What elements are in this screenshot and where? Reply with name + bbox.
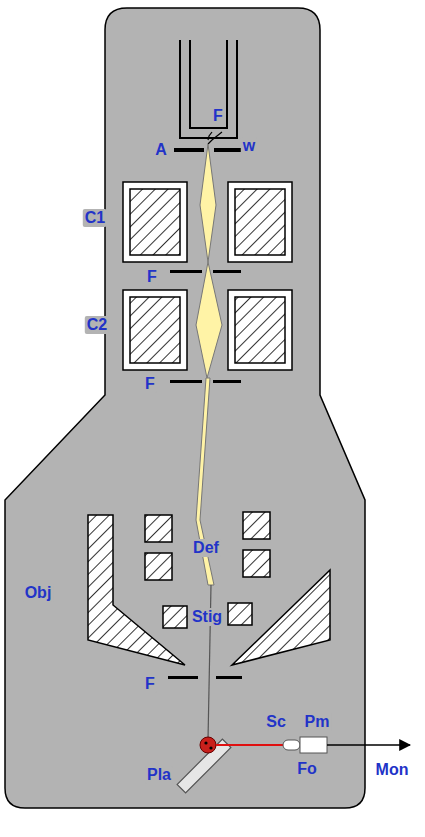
electron-beam <box>196 144 222 585</box>
part-label: Sc <box>264 713 288 731</box>
coil-winding <box>130 297 180 363</box>
coil-casing <box>228 182 292 262</box>
aperture <box>170 380 202 383</box>
part-label: Obj <box>23 584 54 602</box>
coil-casing <box>228 290 292 370</box>
part-label: A <box>153 141 169 159</box>
signal-arrow <box>327 744 410 746</box>
deflection-coil <box>145 553 172 580</box>
coil-winding <box>235 297 285 363</box>
wehnelt-inner <box>190 40 227 128</box>
part-label: F <box>143 675 157 693</box>
part-label: Fo <box>295 760 319 778</box>
part-label: w <box>241 137 257 155</box>
specimen <box>200 737 216 753</box>
deflection-coil <box>243 512 270 539</box>
column-housing <box>5 8 365 808</box>
part-label: C1 <box>83 209 107 227</box>
part-label: F <box>143 375 157 393</box>
part-label: Pla <box>145 766 173 784</box>
filament <box>208 132 222 144</box>
wehnelt <box>180 40 237 138</box>
coil-casing <box>123 182 187 262</box>
specimen-spot <box>204 741 207 744</box>
objective-pole <box>88 515 185 665</box>
part-label: F <box>211 107 225 125</box>
aperture <box>168 676 198 679</box>
aperture <box>170 270 202 273</box>
specimen-spot <box>209 746 212 749</box>
aperture <box>213 380 241 383</box>
coil-casing <box>123 290 187 370</box>
stigmator-coil <box>228 603 252 625</box>
deflection-coil <box>145 515 172 542</box>
coil-winding <box>235 189 285 255</box>
photomultiplier <box>300 737 327 753</box>
coil-winding <box>130 189 180 255</box>
part-label: C2 <box>85 316 109 334</box>
anode-plate <box>214 148 244 152</box>
secondary-electrons <box>216 744 284 746</box>
part-label: Stig <box>190 608 224 626</box>
part-label: Def <box>191 539 221 557</box>
stigmator-coil <box>163 606 187 628</box>
part-label: Pm <box>303 713 332 731</box>
deflection-coil <box>243 550 270 577</box>
aperture <box>213 270 241 273</box>
anode-plate <box>174 148 204 152</box>
scintillator <box>283 740 300 750</box>
part-label: Mon <box>374 761 411 779</box>
aperture <box>216 676 242 679</box>
part-label: F <box>145 268 159 286</box>
